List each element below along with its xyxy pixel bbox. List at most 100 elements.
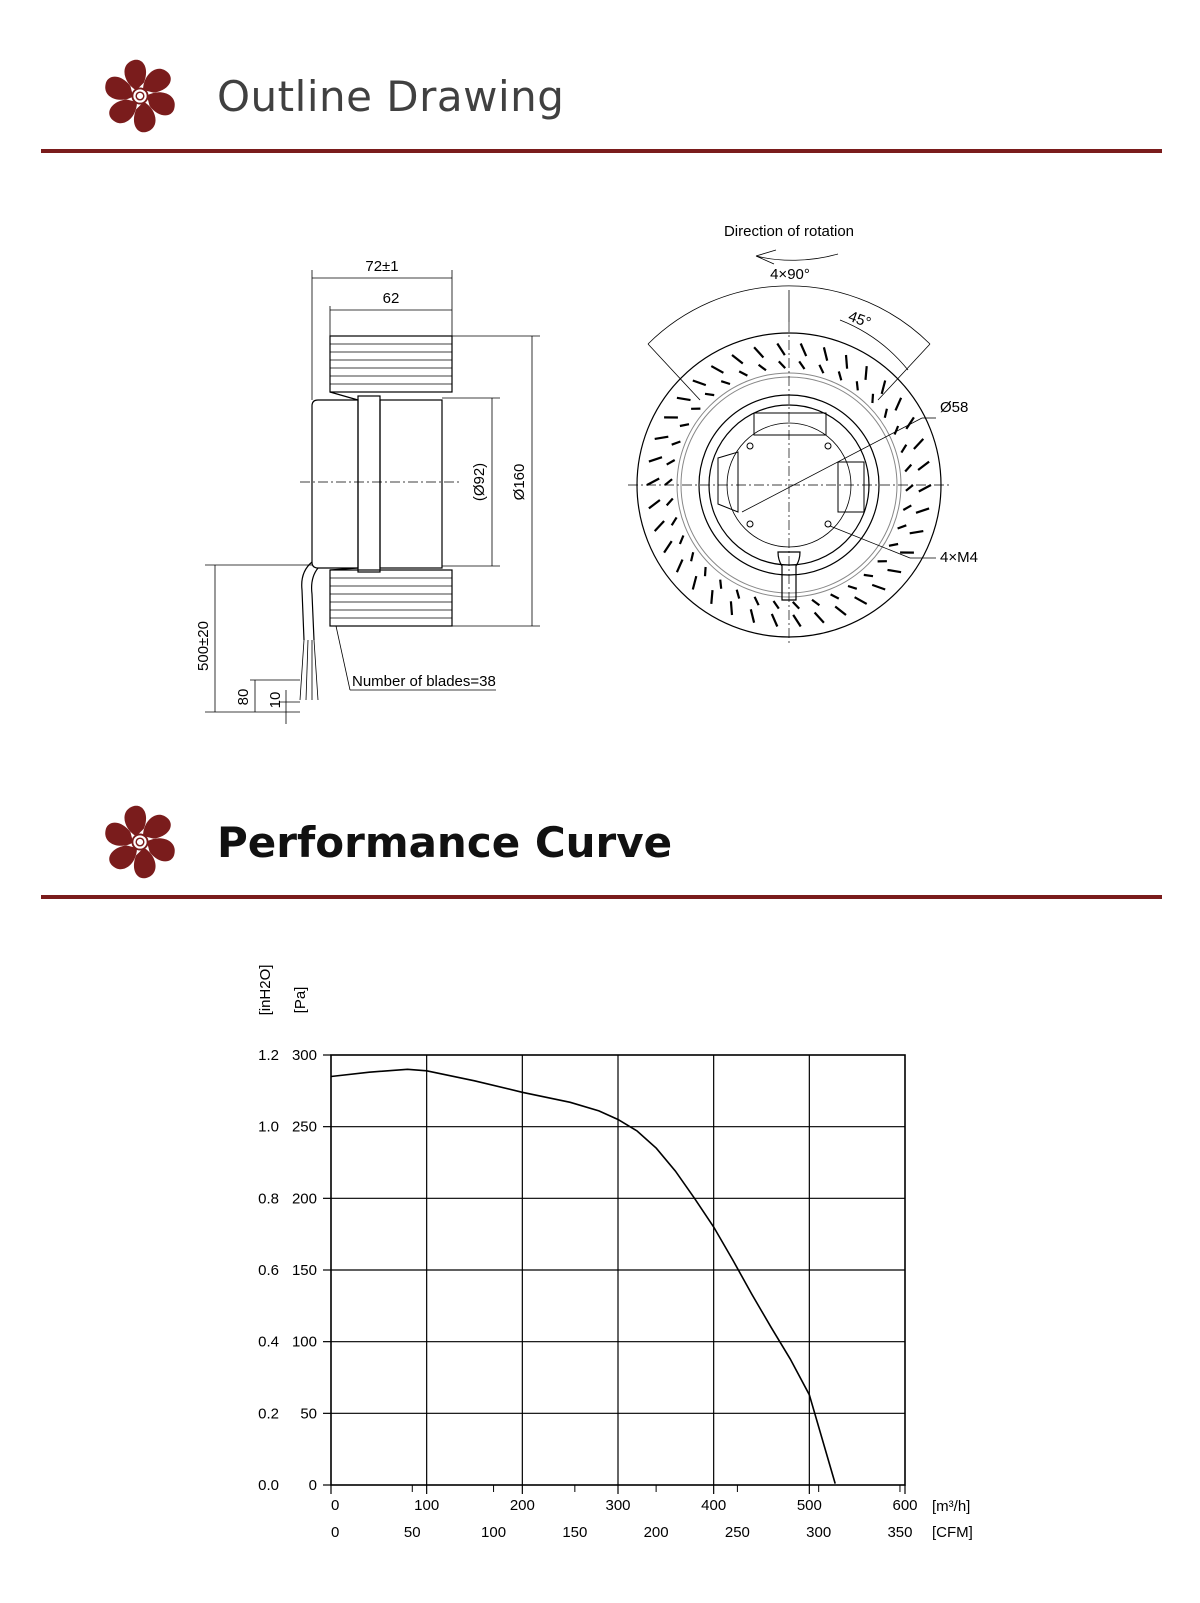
- y-tick-label-inh2o: 0.8: [258, 1190, 279, 1207]
- y-tick-label-pa: 300: [292, 1047, 317, 1064]
- x-tick-label-m3h: 100: [414, 1497, 439, 1514]
- blade-mark: [811, 598, 821, 607]
- blade-mark: [710, 590, 714, 604]
- blade-mark: [776, 342, 786, 356]
- blade-mark: [703, 566, 707, 577]
- blade-mark: [648, 456, 663, 463]
- blade-mark: [690, 551, 695, 562]
- y-tick-label-inh2o: 1.2: [258, 1047, 279, 1064]
- section-divider: [41, 149, 1162, 153]
- blade-mark: [837, 371, 843, 381]
- x-axis-label-cfm: [CFM]: [932, 1524, 973, 1541]
- blade-mark: [770, 613, 779, 627]
- section-title-performance: Performance Curve: [217, 818, 673, 867]
- blade-mark: [905, 416, 915, 430]
- blade-mark: [854, 596, 868, 605]
- blade-mark: [710, 365, 724, 374]
- blade-mark: [731, 354, 744, 365]
- blade-mark: [778, 360, 786, 369]
- y-tick-label-inh2o: 0.2: [258, 1405, 279, 1422]
- blade-mark: [671, 440, 681, 446]
- blade-mark: [648, 499, 661, 510]
- y-tick-label-inh2o: 0.4: [258, 1334, 279, 1351]
- x-tick-label-m3h: 200: [510, 1497, 535, 1514]
- blade-mark: [880, 380, 887, 395]
- blade-mark: [676, 396, 691, 402]
- x-tick-label-cfm: 350: [887, 1524, 912, 1541]
- blade-mark: [888, 542, 899, 547]
- blade-mark: [738, 370, 748, 377]
- label-screws: 4×M4: [940, 549, 978, 566]
- blade-mark: [646, 477, 660, 486]
- blade-mark: [704, 392, 715, 397]
- dim-dia-58: Ø58: [940, 399, 968, 416]
- y-tick-label-pa: 100: [292, 1334, 317, 1351]
- blade-mark: [729, 601, 734, 616]
- blade-mark: [679, 423, 690, 428]
- dim-width-total: 72±1: [365, 258, 398, 275]
- x-tick-label-m3h: 0: [331, 1497, 339, 1514]
- blade-mark: [894, 397, 903, 411]
- blade-mark: [691, 575, 698, 590]
- impeller-top: [329, 335, 453, 393]
- impeller-bottom: [329, 569, 453, 627]
- blade-mark: [757, 363, 767, 372]
- blade-mark: [719, 579, 723, 589]
- dim-width-inner: 62: [383, 290, 400, 307]
- blade-mark: [917, 460, 930, 471]
- blade-mark: [792, 601, 800, 610]
- dim-cable-length: 500±20: [195, 621, 212, 671]
- series-line: [330, 1068, 836, 1484]
- blade-mark: [772, 600, 780, 610]
- x-tick-label-cfm: 100: [481, 1524, 506, 1541]
- x-tick-label-cfm: 200: [644, 1524, 669, 1541]
- blade-mark: [893, 425, 900, 435]
- y-tick-label-pa: 150: [292, 1262, 317, 1279]
- fan-logo-icon: [102, 59, 178, 133]
- dim-angle-45: 45°: [846, 308, 873, 332]
- y-tick-label-pa: 200: [292, 1190, 317, 1207]
- y-tick-label-inh2o: 1.0: [258, 1119, 279, 1136]
- x-tick-label-cfm: 50: [404, 1524, 421, 1541]
- blade-mark: [798, 360, 806, 370]
- blade-mark: [653, 520, 665, 532]
- blade-mark: [915, 507, 930, 514]
- blade-mark: [918, 484, 932, 493]
- blade-mark: [909, 530, 924, 535]
- y-axis-label-pa: [Pa]: [292, 987, 309, 1014]
- motor-body: [311, 399, 359, 569]
- blade-mark: [904, 463, 913, 473]
- section-title-outline: Outline Drawing: [217, 72, 565, 121]
- blade-mark: [871, 583, 886, 591]
- blade-mark: [753, 346, 765, 359]
- blade-mark: [871, 393, 875, 404]
- blade-mark: [855, 381, 859, 391]
- blade-mark: [863, 573, 874, 578]
- blade-mark: [834, 605, 847, 616]
- y-tick-label-inh2o: 0.0: [258, 1477, 279, 1494]
- section-divider: [41, 895, 1162, 899]
- blade-mark: [847, 584, 858, 590]
- blade-mark: [792, 614, 802, 628]
- dim-strip-10: 10: [267, 692, 284, 709]
- label-blades: Number of blades=38: [352, 673, 496, 690]
- blade-mark: [887, 568, 902, 574]
- blade-mark: [720, 380, 731, 386]
- blade-mark: [678, 535, 685, 545]
- blade-mark: [692, 379, 707, 387]
- y-tick-label-pa: 250: [292, 1119, 317, 1136]
- fan-logo-icon: [102, 805, 178, 879]
- x-tick-label-cfm: 300: [806, 1524, 831, 1541]
- outline-drawing: 72±1 62 (Ø92) Ø160 500±20 80 10 Number o…: [195, 223, 978, 724]
- x-tick-label-m3h: 400: [701, 1497, 726, 1514]
- dim-strip-80: 80: [235, 689, 252, 706]
- blade-mark: [905, 484, 914, 492]
- y-axis-label-inh2o: [inH2O]: [257, 965, 274, 1016]
- impeller-blades: [646, 342, 932, 628]
- blade-mark: [818, 364, 825, 374]
- x-tick-label-m3h: 500: [797, 1497, 822, 1514]
- blade-mark: [666, 459, 676, 466]
- x-axis-label-m3h: [m³/h]: [932, 1498, 970, 1515]
